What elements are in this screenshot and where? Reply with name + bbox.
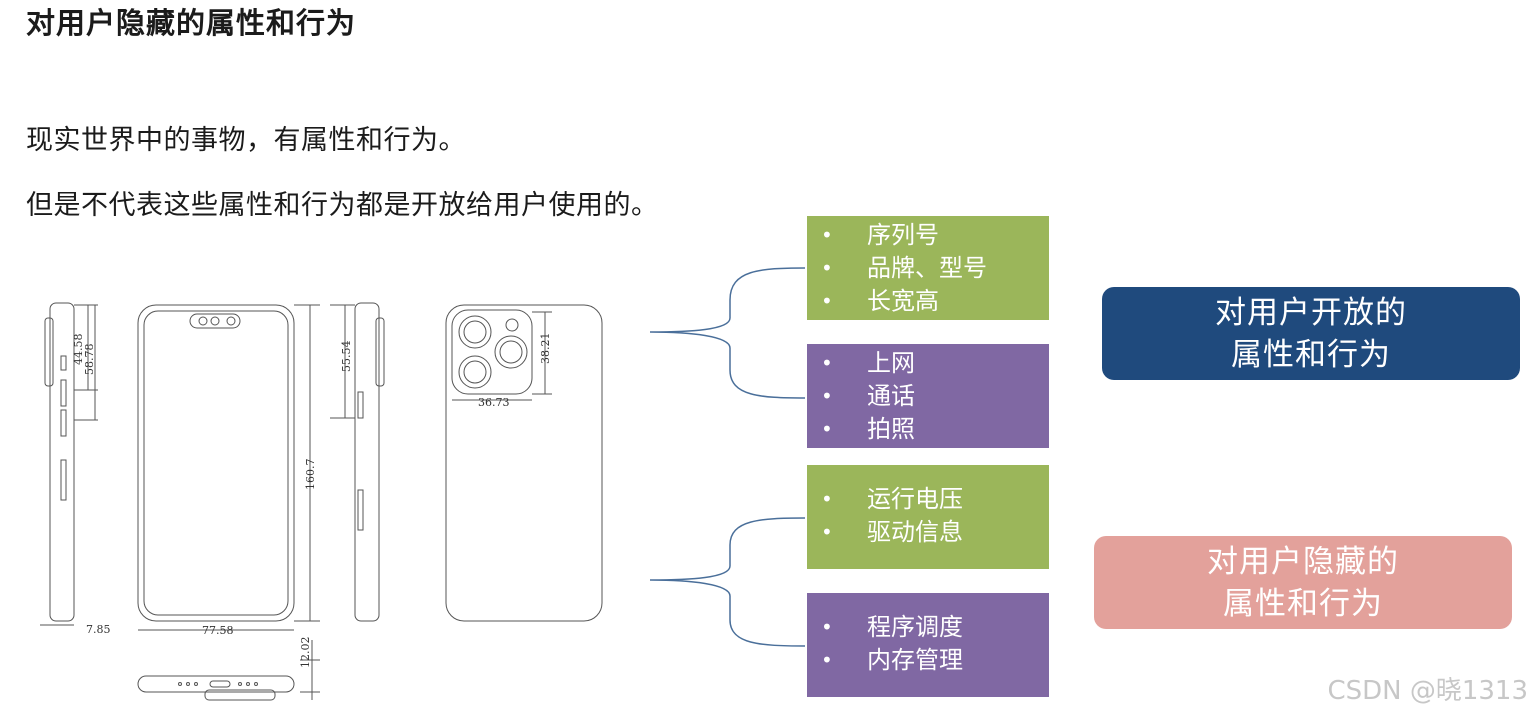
- list-item: 长宽高: [807, 285, 1049, 318]
- open-label-line1: 对用户开放的: [1215, 294, 1407, 331]
- list-item: 序列号: [807, 219, 1049, 252]
- paragraph-2: 但是不代表这些属性和行为都是开放给用户使用的。: [26, 190, 659, 221]
- dim-58-78: 58.78: [83, 344, 96, 376]
- dim-36-73: 36.73: [478, 396, 510, 409]
- list-item: 运行电压: [807, 483, 1049, 516]
- attribute-box-2: 运行电压 驱动信息: [807, 465, 1049, 569]
- list-item: 驱动信息: [807, 516, 1049, 549]
- brace-open: [649, 267, 806, 399]
- dim-160-7: 160.7: [304, 459, 317, 491]
- behavior-box-1: 上网 通话 拍照: [807, 344, 1049, 448]
- page-title: 对用户隐藏的属性和行为: [26, 6, 357, 40]
- hidden-label-line1: 对用户隐藏的: [1207, 543, 1399, 580]
- dim-55-54: 55.54: [340, 341, 353, 373]
- dim-38-21: 38.21: [539, 333, 552, 365]
- brace-hidden: [649, 517, 806, 647]
- open-label: 对用户开放的 属性和行为: [1102, 287, 1520, 380]
- list-item: 程序调度: [807, 611, 1049, 644]
- list-item: 拍照: [807, 413, 1049, 446]
- dim-77-58: 77.58: [202, 624, 234, 637]
- hidden-label: 对用户隐藏的 属性和行为: [1094, 536, 1512, 629]
- phone-back-view: [445, 304, 603, 622]
- phone-side-view-left: [40, 302, 98, 626]
- dim-12-02: 12.02: [299, 637, 312, 669]
- dim-44-58: 44.58: [72, 334, 85, 366]
- open-label-line2: 属性和行为: [1231, 336, 1391, 373]
- watermark: CSDN @晓1313: [1327, 676, 1528, 706]
- behavior-box-2: 程序调度 内存管理: [807, 593, 1049, 697]
- phone-front-view: [137, 304, 320, 631]
- phone-side-view-right: [330, 302, 385, 622]
- list-item: 上网: [807, 347, 1049, 380]
- paragraph-1: 现实世界中的事物，有属性和行为。: [26, 125, 466, 156]
- list-item: 通话: [807, 380, 1049, 413]
- phone-bottom-view: [137, 640, 320, 701]
- list-item: 内存管理: [807, 644, 1049, 677]
- attribute-box-1: 序列号 品牌、型号 长宽高: [807, 216, 1049, 320]
- list-item: 品牌、型号: [807, 252, 1049, 285]
- dim-7-85: 7.85: [86, 623, 111, 636]
- hidden-label-line2: 属性和行为: [1223, 585, 1383, 622]
